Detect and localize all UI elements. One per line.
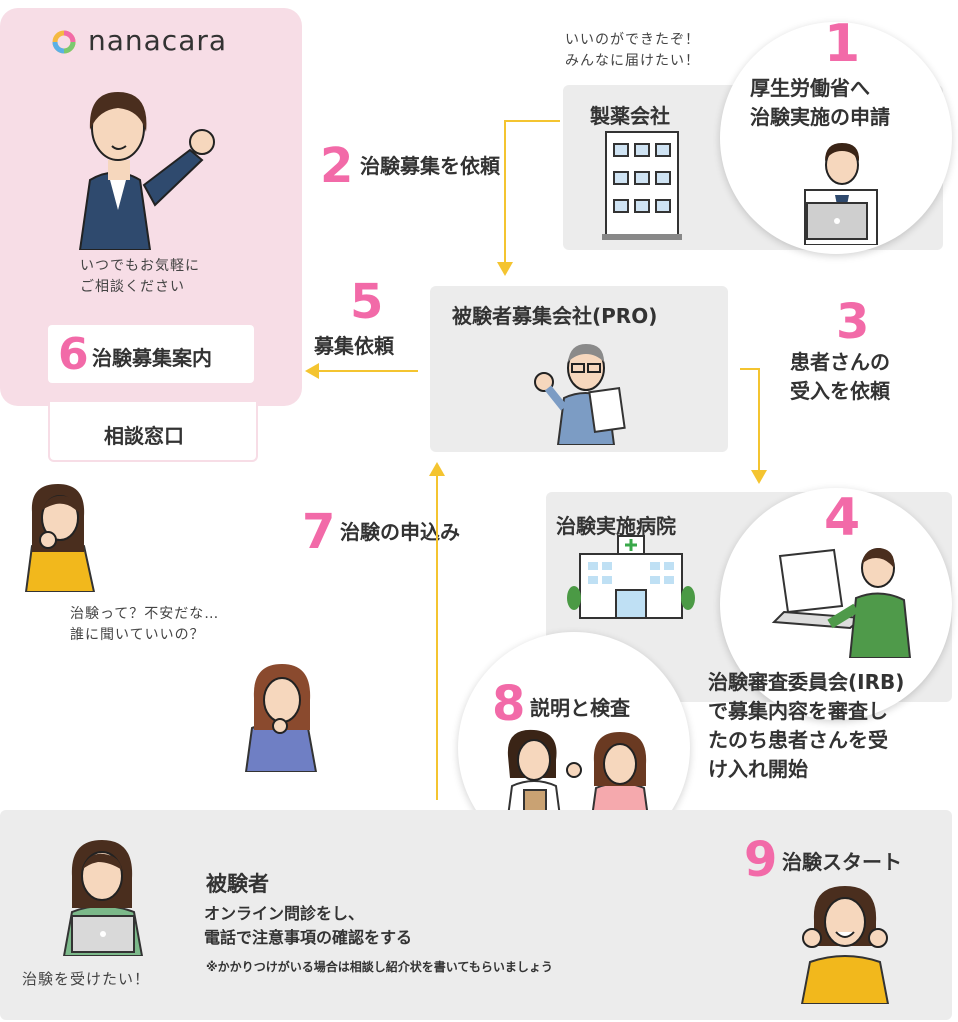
step4-number: 4 [824, 488, 861, 548]
brand-name: nanacara [88, 24, 228, 57]
consult-window-label: 相談窓口 [104, 424, 184, 448]
arrow-5-head [305, 363, 319, 379]
arrow-7-head [429, 462, 445, 476]
hospital-title: 治験実施病院 [556, 514, 676, 538]
subject-woman-illustration [54, 836, 154, 960]
consultant-speech: いつでもお気軽に ご相談ください [80, 258, 200, 295]
step5-number: 5 [350, 274, 384, 330]
subject-speech: 治験を受けたい！ [22, 970, 151, 988]
step6-number: 6 [58, 329, 89, 380]
arrow-3-head [751, 470, 767, 484]
step5-text: 募集依頼 [314, 334, 394, 358]
subject-note: ※かかりつけがいる場合は相談し紹介状を書いてもらいましょう [206, 960, 553, 974]
worry-speech: 治験って？不安だな… 誰に聞いていいの？ [70, 606, 220, 643]
step2-number: 2 [320, 138, 354, 194]
subject-desc: オンライン問診をし、 電話で注意事項の確認をする [204, 904, 413, 947]
arrow-2-horizontal [504, 120, 560, 122]
arrow-2-vertical [504, 120, 506, 262]
step3-text: 患者さんの 受入を依頼 [790, 350, 890, 403]
pro-title: 被験者募集会社(PRO) [452, 304, 658, 328]
arrow-3-horizontal [740, 368, 760, 370]
step1-text: 厚生労働省へ 治験実施の申請 [750, 76, 890, 129]
step3-number: 3 [836, 294, 870, 350]
arrow-3-vertical [758, 368, 760, 470]
step9-number: 9 [744, 832, 778, 888]
guide-label: 治験募集案内 [92, 346, 212, 370]
pharma-speech: いいのができたぞ！ みんなに届けたい！ [565, 32, 700, 69]
step9-text: 治験スタート [782, 850, 902, 874]
start-woman-illustration [790, 884, 900, 1008]
thinking-woman-illustration [240, 660, 330, 776]
hospital-building-icon [566, 534, 696, 624]
arrow-7-line [436, 476, 438, 800]
ministry-worker-illustration [795, 135, 890, 249]
step7-text: 治験の申込み [340, 520, 460, 544]
step8-number: 8 [492, 676, 526, 732]
nanacara-logo-icon [52, 30, 76, 58]
step4-text: 治験審査委員会(IRB) で募集内容を審査し たのち患者さんを受 け入れ開始 [708, 670, 905, 781]
arrow-5-line [318, 370, 418, 372]
worried-woman-illustration [18, 482, 108, 596]
consult-window-button[interactable] [48, 402, 258, 462]
guide-box[interactable] [48, 325, 254, 383]
pharma-building-icon [602, 130, 682, 246]
subject-panel [0, 810, 952, 1020]
subject-title: 被験者 [206, 872, 269, 896]
step7-number: 7 [302, 504, 336, 560]
step2-text: 治験募集を依頼 [360, 154, 500, 178]
pro-staff-illustration [530, 330, 640, 449]
pharma-title: 製薬会社 [590, 104, 670, 128]
step8-text: 説明と検査 [530, 696, 630, 720]
irb-doctor-illustration [770, 548, 920, 662]
arrow-2-head [497, 262, 513, 276]
step1-number: 1 [824, 14, 861, 74]
consultant-illustration [60, 70, 230, 254]
